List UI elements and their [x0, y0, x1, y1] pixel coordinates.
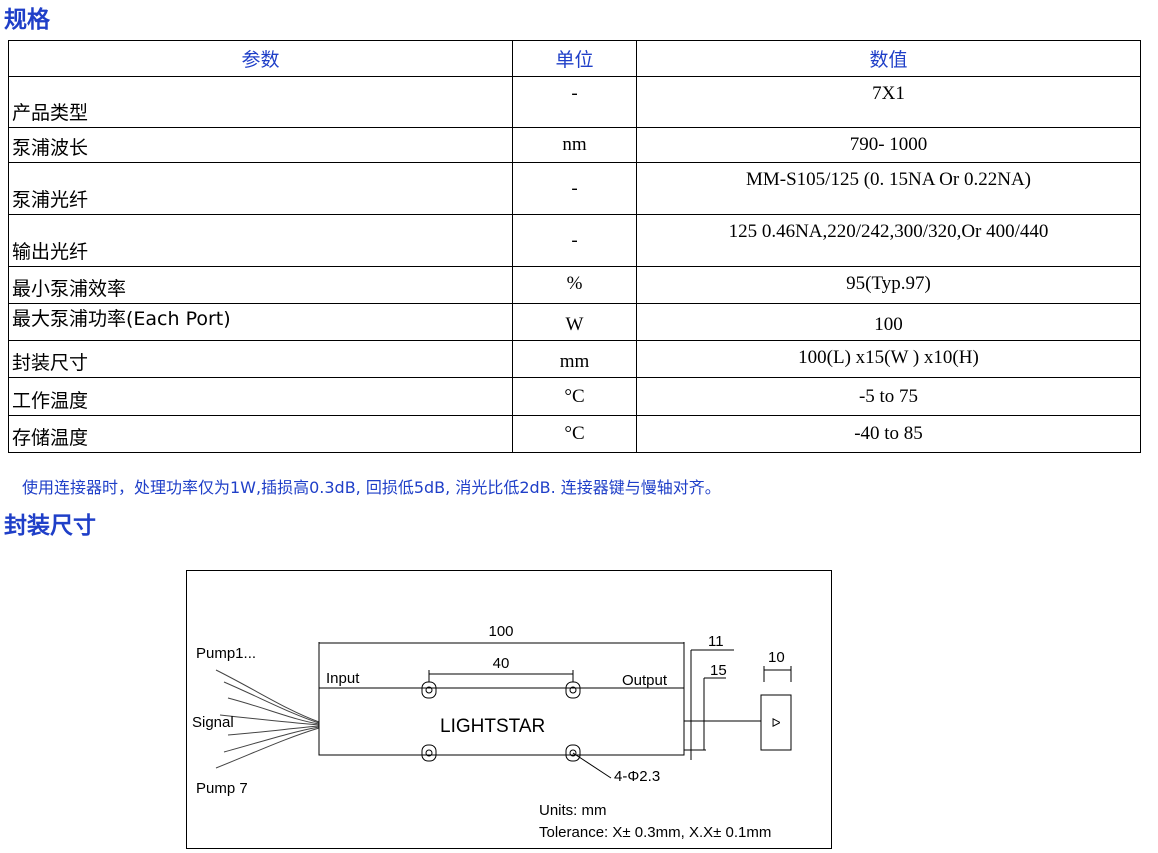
dim-height: [684, 649, 734, 760]
dim-hole-spacing-label: 40: [493, 655, 510, 672]
table-row: 泵浦波长 nm 790- 1000: [8, 127, 1141, 163]
connector-end-view: [760, 694, 792, 751]
row-unit: -: [512, 76, 637, 128]
row-unit: -: [512, 162, 637, 215]
package-section-title: 封装尺寸: [4, 513, 96, 539]
input-label: Input: [326, 670, 360, 687]
pump-bottom-label: Pump 7: [196, 780, 248, 797]
row-param: 最大泵浦功率(Each Port): [8, 303, 513, 341]
signal-label: Signal: [192, 714, 234, 731]
tolerance-label: Tolerance: X± 0.3mm, X.X± 0.1mm: [539, 824, 771, 841]
dim-width: [763, 666, 792, 682]
row-param: 泵浦波长: [8, 127, 513, 163]
header-param: 参数: [8, 40, 513, 77]
row-unit: nm: [512, 127, 637, 163]
row-param: 输出光纤: [8, 214, 513, 267]
row-value: -5 to 75: [636, 377, 1141, 416]
row-value: 790- 1000: [636, 127, 1141, 163]
dim-15-label: 15: [710, 662, 727, 679]
spec-table: 参数 单位 数值 产品类型 - 7X1 泵浦波长 nm 790- 1000 泵浦…: [8, 40, 1141, 453]
table-row: 存储温度 °C -40 to 85: [8, 415, 1141, 453]
dim-length-label: 100: [488, 623, 513, 640]
row-unit: W: [512, 303, 637, 341]
table-row: 工作温度 °C -5 to 75: [8, 377, 1141, 416]
row-param: 存储温度: [8, 415, 513, 453]
package-drawing: Pump1... Signal Pump 7 LIGHTSTAR ᐅ 100 4…: [186, 570, 832, 849]
pump-top-label: Pump1...: [196, 645, 256, 662]
row-unit: %: [512, 266, 637, 304]
table-row: 最小泵浦效率 % 95(Typ.97): [8, 266, 1141, 304]
row-value: 7X1: [636, 76, 1141, 128]
svg-text:ᐅ: ᐅ: [771, 716, 780, 730]
holes-label: 4-Φ2.3: [614, 768, 660, 785]
row-value: 125 0.46NA,220/242,300/320,Or 400/440: [636, 214, 1141, 267]
header-unit: 单位: [512, 40, 637, 77]
table-header-row: 参数 单位 数值: [8, 40, 1141, 77]
row-param: 产品类型: [8, 76, 513, 128]
brand-label: LIGHTSTAR: [440, 716, 545, 737]
table-row: 产品类型 - 7X1: [8, 76, 1141, 128]
table-row: 泵浦光纤 - MM-S105/125 (0. 15NA Or 0.22NA): [8, 162, 1141, 215]
dim-hole-spacing: [428, 670, 574, 682]
table-row: 输出光纤 - 125 0.46NA,220/242,300/320,Or 400…: [8, 214, 1141, 267]
row-value: 100: [636, 303, 1141, 341]
hole-icon: [565, 744, 581, 762]
hole-center-icon: [425, 749, 433, 757]
table-row: 最大泵浦功率(Each Port) W 100: [8, 303, 1141, 341]
hole-leader: [572, 752, 612, 779]
header-value: 数值: [636, 40, 1141, 77]
row-value: 95(Typ.97): [636, 266, 1141, 304]
row-value: 100(L) x15(W ) x10(H): [636, 340, 1141, 378]
row-param: 封装尺寸: [8, 340, 513, 378]
package-body: [318, 687, 685, 756]
dim-length: [318, 642, 685, 688]
row-param: 工作温度: [8, 377, 513, 416]
row-param: 最小泵浦效率: [8, 266, 513, 304]
hole-icon: [421, 744, 437, 762]
row-unit: -: [512, 214, 637, 267]
table-row: 封装尺寸 mm 100(L) x15(W ) x10(H): [8, 340, 1141, 378]
row-unit: °C: [512, 377, 637, 416]
connector-note: 使用连接器时，处理功率仅为1W,插损高0.3dB, 回损低5dB, 消光比低2d…: [22, 478, 721, 497]
row-unit: °C: [512, 415, 637, 453]
fiber-bundle: [215, 669, 320, 769]
units-label: Units: mm: [539, 802, 607, 819]
row-value: MM-S105/125 (0. 15NA Or 0.22NA): [636, 162, 1141, 215]
row-unit: mm: [512, 340, 637, 378]
hole-center-icon: [569, 686, 577, 694]
row-param: 泵浦光纤: [8, 162, 513, 215]
dim-11-label: 11: [708, 633, 724, 650]
hole-center-icon: [425, 686, 433, 694]
dim-10-label: 10: [768, 649, 785, 666]
hole-center-icon: [569, 749, 577, 757]
output-label: Output: [622, 672, 668, 689]
spec-section-title: 规格: [4, 7, 50, 33]
row-value: -40 to 85: [636, 415, 1141, 453]
